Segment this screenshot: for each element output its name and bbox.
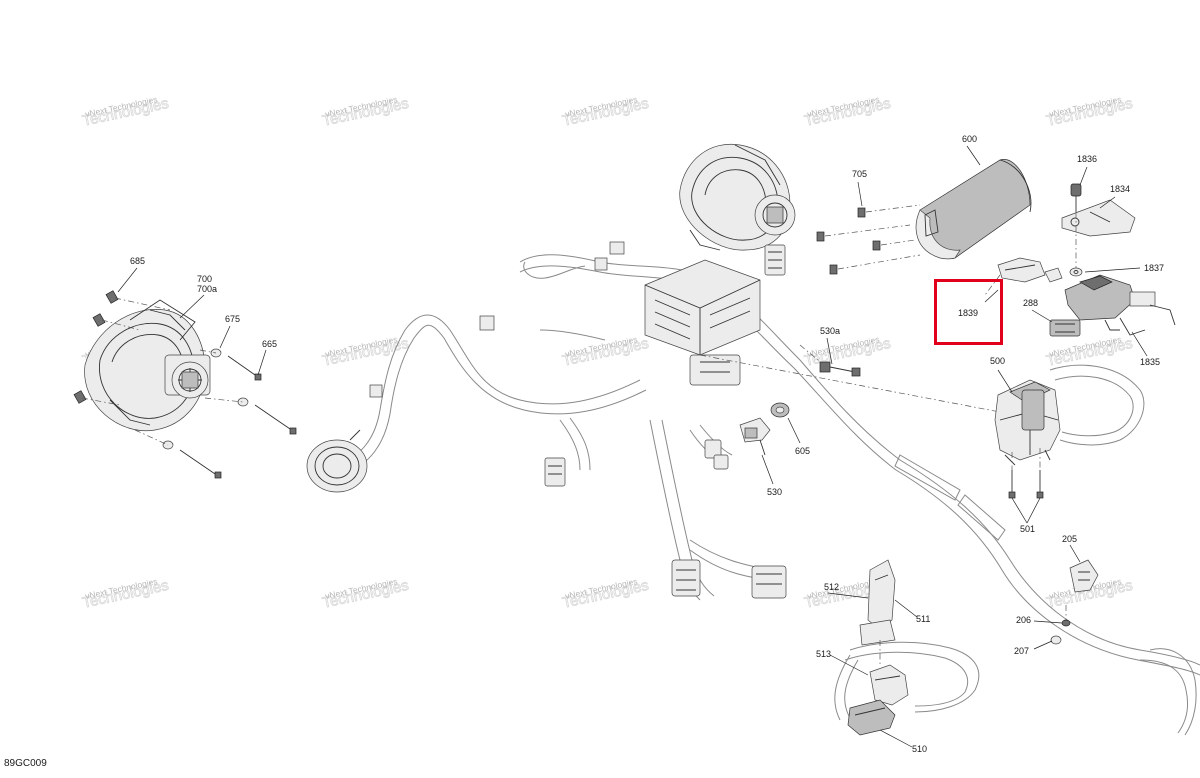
watermark: Technologies vNext Technologies <box>1045 94 1135 130</box>
switch-assembly <box>984 183 1176 337</box>
sensor-530 <box>704 417 771 470</box>
label-206: 206 <box>1016 615 1031 625</box>
watermark: Technologies vNext Technologies <box>321 576 411 612</box>
figure-code: 89GC009 <box>4 758 47 769</box>
main-wiring-harness <box>344 254 1200 736</box>
watermark: Technologies vNext Technologies <box>561 576 651 612</box>
leader-lines <box>117 145 1148 748</box>
label-513: 513 <box>816 649 831 659</box>
label-705: 705 <box>852 169 867 179</box>
bolt-icon <box>1008 470 1044 499</box>
label-685: 685 <box>130 256 145 266</box>
watermark: Technologies vNext Technologies <box>1045 334 1135 370</box>
watermark: Technologies vNext Technologies <box>561 94 651 130</box>
screws-705 <box>816 204 921 275</box>
washer-icon <box>1050 635 1062 645</box>
label-700a: 700a <box>197 284 217 294</box>
label-675: 675 <box>225 314 240 324</box>
sensor-530a <box>799 344 861 377</box>
label-530a: 530a <box>820 326 840 336</box>
label-510: 510 <box>912 744 927 754</box>
part-labels: 685 700 700a 675 665 600 705 1836 1834 1… <box>130 134 1164 754</box>
label-511: 511 <box>916 614 930 624</box>
label-530: 530 <box>767 487 782 497</box>
battery-600 <box>915 159 1032 260</box>
washer-icon <box>1069 267 1083 277</box>
watermark: Technologies vNext Technologies <box>321 334 411 370</box>
label-700: 700 <box>197 274 212 284</box>
highlight-box-1839[interactable] <box>934 279 1003 345</box>
watermark: Technologies vNext Technologies <box>81 94 171 130</box>
left-headlight-assembly <box>73 290 297 479</box>
label-1834: 1834 <box>1110 184 1130 194</box>
label-1839: 1839 <box>958 308 978 318</box>
screw-icon <box>73 290 119 404</box>
harness-grommet <box>306 315 566 493</box>
bolt-icon <box>179 355 297 479</box>
label-501: 501 <box>1020 524 1035 534</box>
control-module-500 <box>699 354 1061 499</box>
bolt-icon <box>1070 183 1082 212</box>
lower-connectors <box>671 559 787 599</box>
label-605: 605 <box>795 446 810 456</box>
label-1835: 1835 <box>1140 357 1160 367</box>
watermark: Technologies vNext Technologies <box>803 334 893 370</box>
nut-icon <box>1061 619 1071 627</box>
connector-288 <box>1049 319 1081 337</box>
label-205: 205 <box>1062 534 1077 544</box>
ecu-module <box>594 241 786 386</box>
grommet-605 <box>770 402 790 418</box>
screw-icon <box>816 207 881 275</box>
label-600: 600 <box>962 134 977 144</box>
relay-205 <box>1050 559 1099 645</box>
label-1837: 1837 <box>1144 263 1164 273</box>
label-512: 512 <box>824 582 839 592</box>
center-headlight-assembly <box>679 143 796 251</box>
watermark: Technologies vNext Technologies <box>81 576 171 612</box>
watermark: Technologies vNext Technologies <box>803 94 893 130</box>
label-288: 288 <box>1023 298 1038 308</box>
label-207: 207 <box>1014 646 1029 656</box>
watermark: Technologies vNext Technologies <box>321 94 411 130</box>
label-500: 500 <box>990 356 1005 366</box>
lower-bracket-assembly <box>834 559 980 736</box>
watermark: Technologies vNext Technologies <box>561 334 651 370</box>
label-665: 665 <box>262 339 277 349</box>
label-1836: 1836 <box>1077 154 1097 164</box>
